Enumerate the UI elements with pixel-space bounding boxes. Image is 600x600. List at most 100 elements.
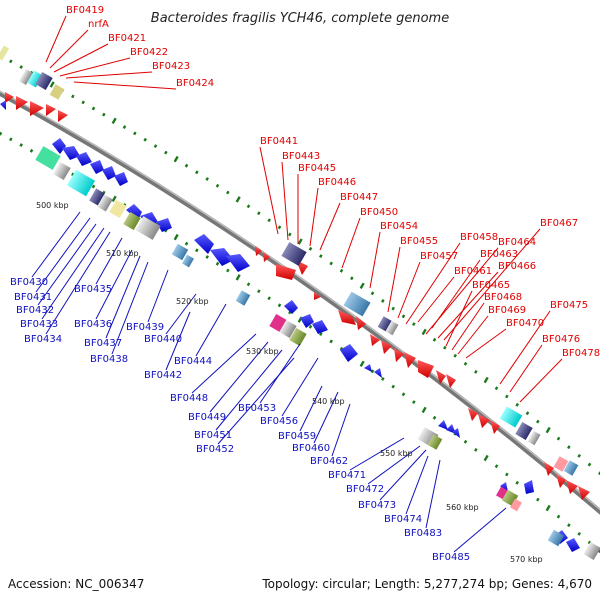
gene-label-BF0432: BF0432 (16, 305, 54, 316)
gene-arrow (5, 92, 14, 103)
gene-arrow (364, 364, 372, 372)
gene-label-BF0437: BF0437 (84, 338, 122, 349)
leader-line (349, 437, 405, 471)
leader-line (309, 187, 319, 247)
tick-mark (536, 419, 540, 424)
tick-mark (111, 117, 117, 125)
tick-mark (443, 345, 447, 350)
gene-label-BF0483: BF0483 (404, 528, 442, 539)
feature-block (289, 327, 307, 347)
gene-arrow (394, 348, 404, 362)
gene-label-BF0472: BF0472 (346, 484, 384, 495)
tick-mark (359, 360, 365, 367)
gene-arrow (102, 166, 116, 180)
leader-line (165, 311, 191, 371)
gene-arrow (16, 96, 28, 110)
tick-mark (401, 392, 406, 397)
leader-line (259, 343, 301, 404)
feature-block (35, 71, 53, 91)
leader-line (59, 57, 131, 77)
feature-block (547, 529, 565, 547)
gene-arrow (62, 146, 80, 160)
gene-arrow (490, 420, 500, 434)
gene-label-BF0419: BF0419 (66, 5, 104, 16)
feature-block (0, 45, 10, 61)
gene-label-BF0460: BF0460 (292, 443, 330, 454)
feature-block (281, 242, 307, 266)
gene-arrow (300, 314, 314, 328)
tick-mark (205, 177, 209, 181)
tick-mark (483, 376, 489, 384)
gene-arrow (418, 360, 434, 378)
gene-arrow (52, 138, 66, 154)
tick-mark (329, 339, 333, 344)
feature-block (35, 146, 61, 170)
tick-mark (391, 384, 395, 389)
gene-label-BF0485: BF0485 (432, 552, 470, 563)
gene-label-BF0455: BF0455 (400, 236, 438, 247)
tick-mark (412, 322, 416, 326)
genome-backbone (0, 90, 600, 515)
gene-label-BF0461: BF0461 (454, 266, 492, 277)
leader-line (387, 246, 401, 313)
feature-block (182, 254, 194, 268)
gene-arrow (210, 248, 234, 266)
gene-arrow (370, 334, 380, 346)
leader-line (405, 242, 461, 325)
gene-label-BF0464: BF0464 (498, 237, 536, 248)
tick-mark (143, 137, 147, 142)
feature-block (496, 486, 508, 500)
feature-block (269, 313, 287, 333)
gene-label-BF0470: BF0470 (506, 318, 544, 329)
feature-block (109, 199, 127, 219)
leader-line (299, 385, 323, 432)
tick-mark (173, 155, 179, 163)
leader-line (369, 231, 381, 289)
feature-block (66, 169, 96, 197)
leader-line (319, 202, 341, 251)
tick-mark (567, 445, 571, 450)
gene-label-BF0430: BF0430 (10, 277, 48, 288)
leader-line (425, 459, 441, 529)
gene-arrow (404, 352, 416, 368)
leader-line (453, 507, 507, 553)
tick-mark (308, 246, 313, 251)
gene-arrow (284, 300, 298, 314)
gene-arrow (524, 480, 534, 494)
gene-arrow (58, 110, 68, 122)
gene-label-BF0462: BF0462 (310, 456, 348, 467)
gene-label-BF0450: BF0450 (360, 207, 398, 218)
gene-arrow (374, 368, 382, 378)
forward-leader-lines (45, 15, 563, 403)
leader-line (41, 227, 105, 320)
tick-mark (463, 439, 468, 444)
leader-line (509, 344, 543, 393)
gene-label-BF0454: BF0454 (380, 221, 418, 232)
tick-mark (577, 453, 581, 458)
leader-line (37, 223, 97, 306)
tick-mark (567, 523, 571, 528)
tick-mark (483, 454, 489, 462)
forward-gene-track (5, 68, 590, 500)
tick-mark (91, 106, 96, 111)
tick-mark (246, 282, 251, 287)
feature-block (97, 194, 113, 212)
tick-mark (556, 514, 561, 519)
gene-arrow (156, 218, 172, 232)
leader-line (281, 161, 289, 241)
gene-arrow (338, 310, 356, 325)
tick-mark (525, 411, 530, 416)
tick-mark (111, 195, 117, 203)
gene-arrow (126, 204, 142, 220)
tick-mark (195, 170, 199, 175)
tick-mark (474, 447, 478, 452)
gene-label-BF0440: BF0440 (144, 334, 182, 345)
gene-label-BF0422: BF0422 (130, 47, 168, 58)
leader-line (111, 261, 149, 355)
feature-block (135, 216, 161, 240)
tick-mark (494, 386, 499, 391)
leader-line (331, 403, 351, 457)
tick-mark (257, 211, 261, 216)
gene-label-nrfA: nrfA (88, 19, 109, 30)
